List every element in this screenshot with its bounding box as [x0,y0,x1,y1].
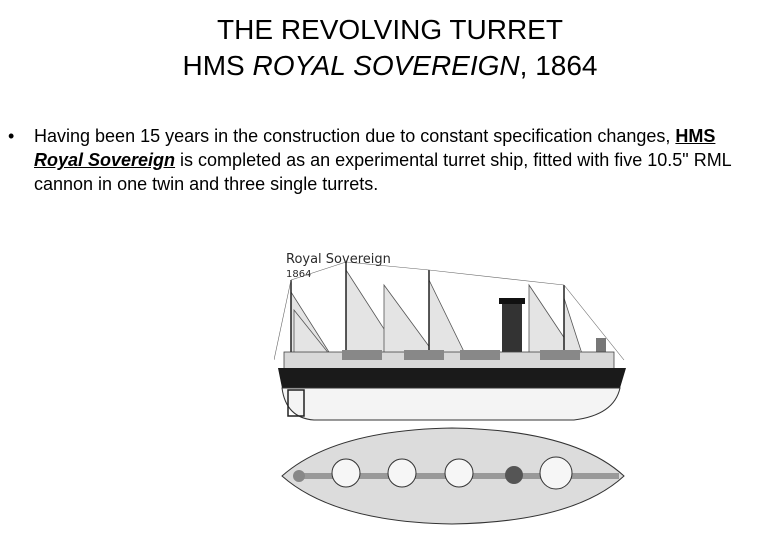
ship-drawing: Royal Sovereign 1864 [274,240,630,532]
bullet-ship-name: Royal Sovereign [34,150,176,170]
turret-profiles [342,350,580,360]
slide-title: THE REVOLVING TURRET HMS ROYAL SOVEREIGN… [0,12,780,84]
bullet-text: Having been 15 years in the construction… [8,124,768,196]
title-line-1: THE REVOLVING TURRET [217,14,563,45]
bullet-text-start: Having been 15 years in the construction… [34,126,676,146]
title-ship-name: ROYAL SOVEREIGN [252,50,520,81]
lower-hull [281,387,621,421]
bullet-point: • Having been 15 years in the constructi… [8,124,768,196]
plan-funnel [505,466,523,484]
funnel [502,300,522,360]
title-prefix: HMS [182,50,253,81]
plan-turrets [331,456,573,490]
drawing-year: 1864 [286,269,312,280]
title-year: , 1864 [519,50,598,81]
plan-stern [293,470,305,482]
drawing-caption: Royal Sovereign 1864 [286,252,391,282]
bullet-text-end: is completed as an experimental turret s… [34,150,732,194]
masts [290,262,565,362]
stern-funnel [596,338,606,360]
rigging [274,261,625,361]
bullet-hms: HMS [675,126,716,146]
rudder [287,389,305,417]
upper-hull [278,368,626,388]
title-line-2: HMS ROYAL SOVEREIGN, 1864 [0,48,780,84]
ship-illustration [274,240,630,532]
bullet-marker: • [8,126,15,146]
drawing-title: Royal Sovereign [286,252,391,267]
